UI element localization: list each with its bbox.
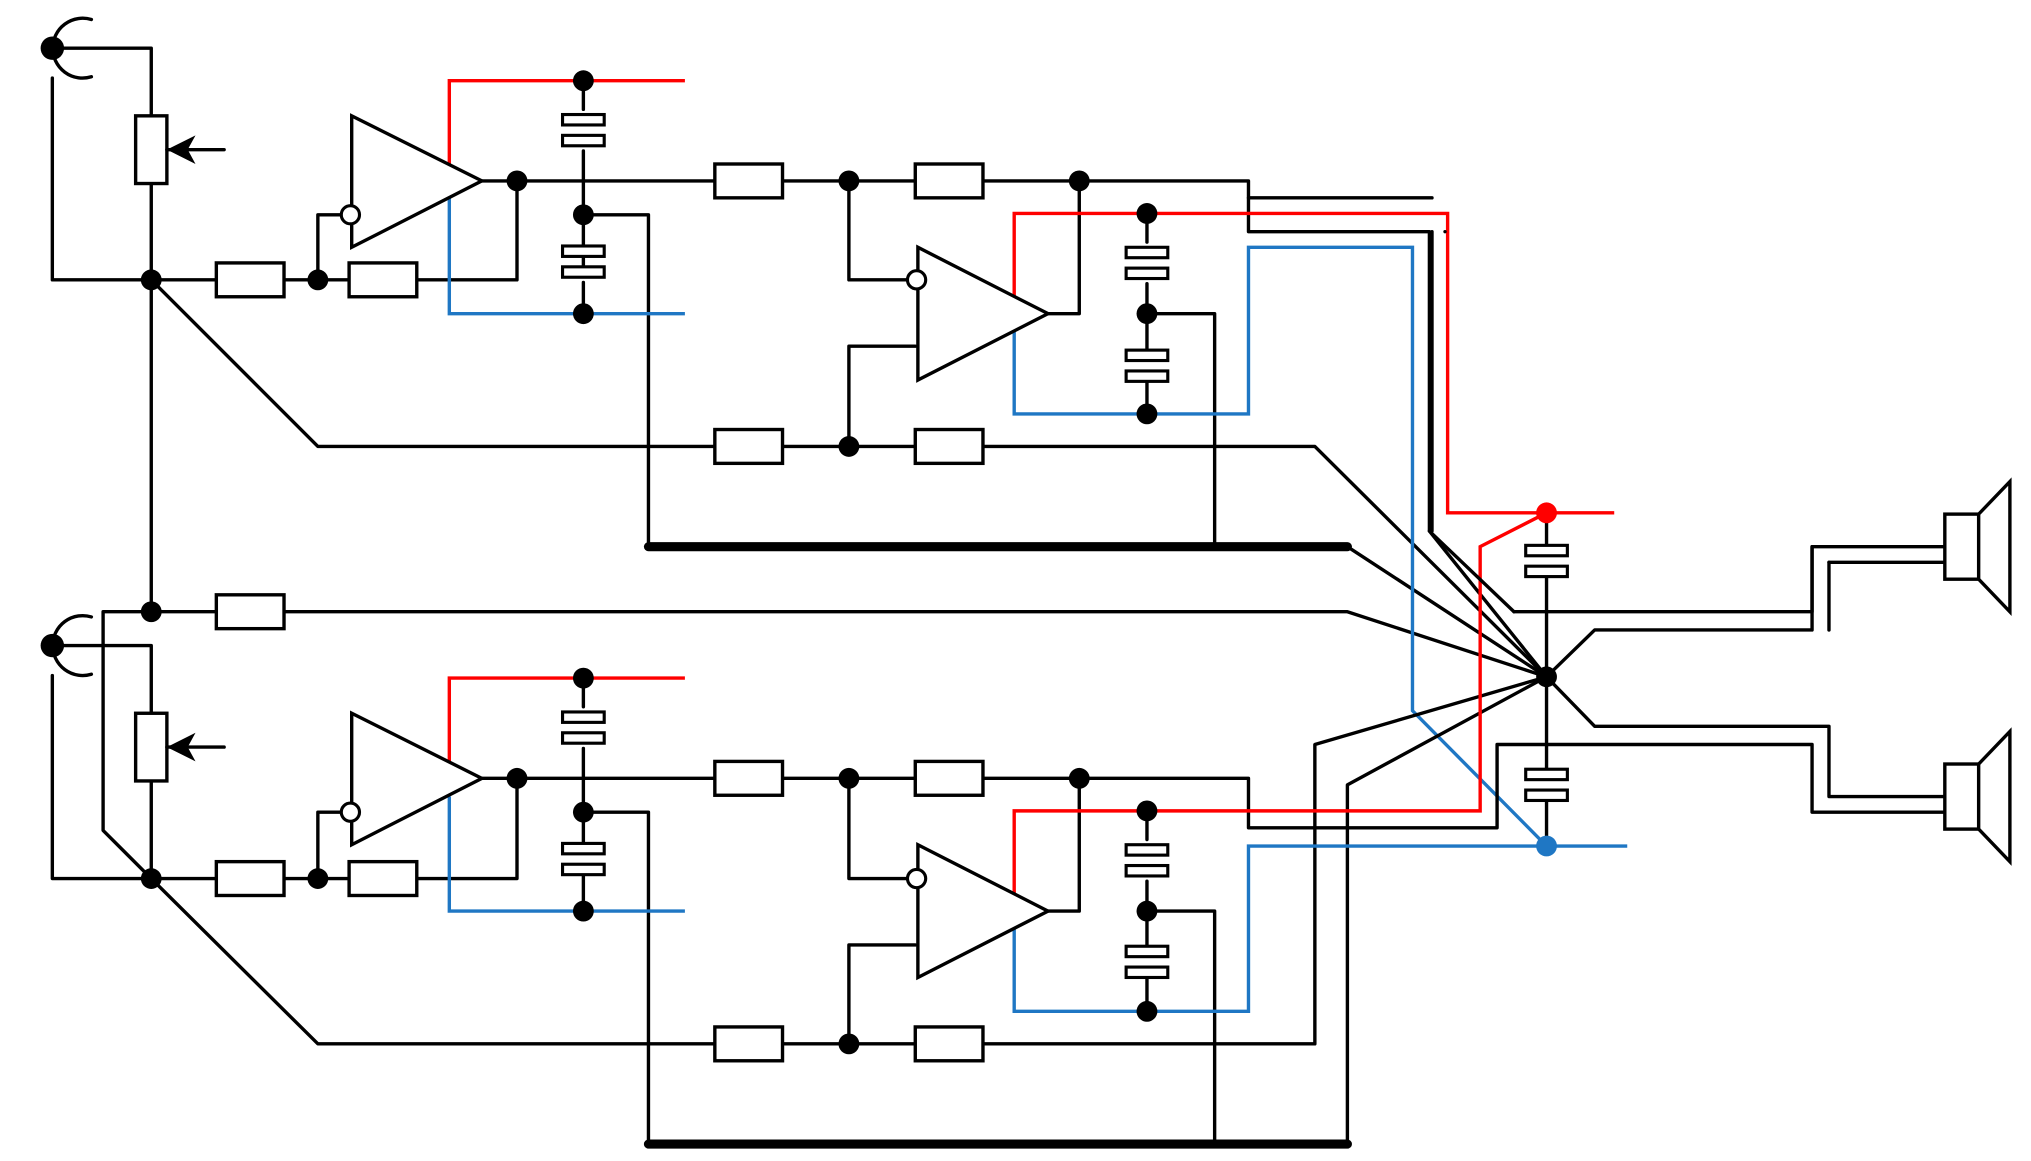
supply-positive-wire [447,79,685,164]
supply-negative-wire [447,197,685,316]
wire [847,776,908,881]
wire [1544,544,1947,679]
supply-positive-node [1536,502,1557,524]
resistor [713,162,785,200]
speaker-1 [1943,479,2012,614]
wire [282,610,1549,679]
resistor [214,593,286,631]
inverting-input-marker [905,269,928,291]
wire [316,213,343,282]
wire [581,213,651,549]
capacitor [1124,843,1170,878]
wire [1145,909,1217,1146]
wire [101,610,153,881]
wire [50,76,219,282]
resistor [347,859,419,898]
output-section [1246,196,1947,848]
resistor [347,261,419,299]
capacitor [1124,348,1170,383]
supply-negative-node [1536,835,1557,857]
supply-negative-wire [1012,844,1628,1014]
resistor [713,759,785,797]
capacitor [1124,944,1170,980]
junctions [140,70,1557,1055]
inverting-input-marker [905,867,928,890]
resistor [913,427,985,466]
wire [847,943,917,1046]
potentiometer-1[interactable] [133,114,226,186]
supply-positive-wire [1012,211,1615,515]
op-amp-1b [905,244,1052,383]
wire [1512,544,1814,614]
capacitor [560,710,606,745]
channel-1-supply [447,79,1615,848]
resistor [913,162,985,200]
resistor [214,859,286,898]
resistor [913,1025,985,1063]
wire [316,810,343,881]
resistor [713,1025,785,1063]
wire [149,278,717,449]
wire [981,742,1947,830]
capacitor [1524,767,1569,803]
wire [50,643,153,715]
channel-2-wiring [50,610,1947,1149]
resistor [214,261,286,299]
wire [50,46,153,118]
capacitor [560,841,606,877]
op-amp-2a [339,710,486,848]
wire [847,344,917,449]
resistor [713,427,785,466]
capacitor [560,112,606,148]
wire [581,810,651,1146]
wire [1345,544,1549,679]
wire [981,179,1549,679]
wire [1544,675,1947,799]
inverting-input-marker [339,801,362,823]
channel-2-supply [447,511,1628,1014]
supply-negative-wire [447,796,685,913]
capacitor [1524,543,1569,579]
wire [50,673,219,881]
inverting-input-marker [339,204,362,226]
potentiometer-2[interactable] [133,711,226,783]
wire [1427,529,1516,614]
supply-positive-wire [1012,511,1548,896]
supply-negative-wire [1012,245,1548,848]
channel-1-wiring [50,46,1549,679]
wire [981,675,1549,1046]
wire [1046,179,1081,316]
wire [981,444,1549,679]
wire [847,179,908,282]
speaker-2 [1943,729,2012,864]
capacitor [1124,245,1170,281]
op-amp-2b [905,841,1052,981]
wire [1046,776,1081,913]
wire [1145,311,1217,549]
resistor [913,759,985,797]
op-amp-1a [339,113,486,251]
wire [149,876,717,1046]
supply-positive-wire [447,676,685,763]
